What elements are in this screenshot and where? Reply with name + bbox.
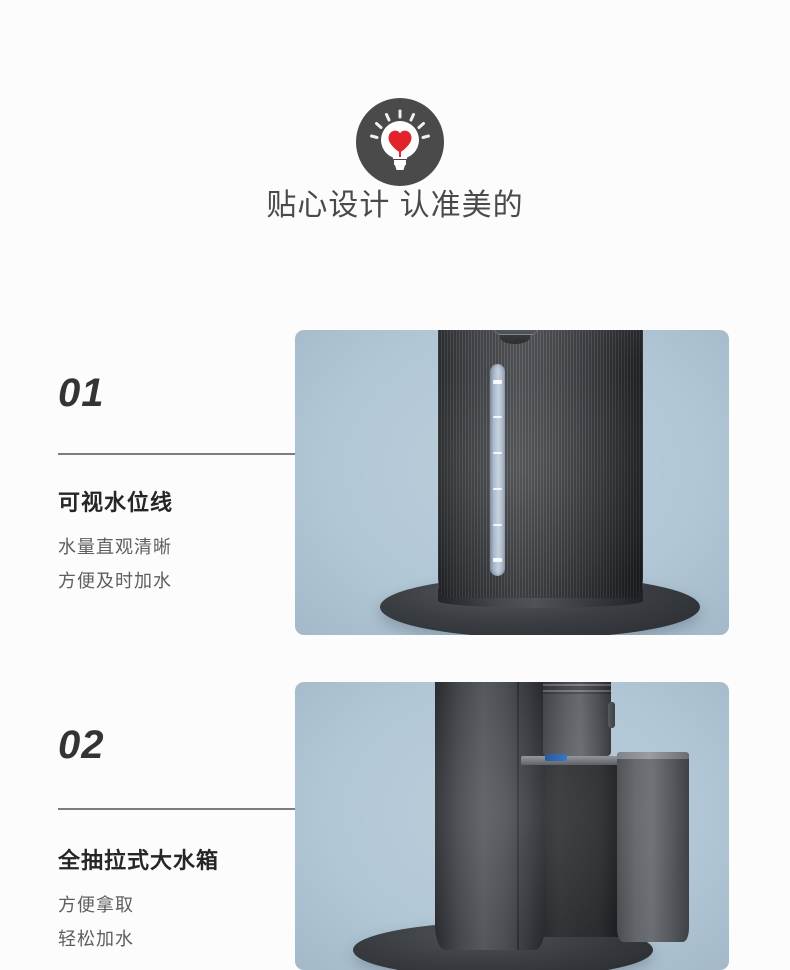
water-level-indicator-strip	[490, 364, 505, 576]
brand-header: 贴心设计 认准美的	[0, 0, 790, 300]
feature-01-rule	[58, 453, 360, 455]
feature-01-subtitle-line-2: 方便及时加水	[58, 571, 172, 591]
humidifier-body-shading	[438, 330, 643, 598]
pullout-water-tank[interactable]	[617, 752, 689, 942]
feature-02-subtitle-line-2: 轻松加水	[58, 929, 134, 949]
upper-unit-handle[interactable]	[608, 702, 615, 728]
feature-02-title: 全抽拉式大水箱	[58, 848, 220, 873]
humidifier-ribbed-body	[438, 330, 643, 598]
water-tank-lip	[617, 752, 689, 759]
feature-02-rule	[58, 808, 360, 810]
feature-01-copy: 可视水位线 水量直观清晰 方便及时加水	[58, 488, 358, 598]
feature-01-subtitle: 水量直观清晰 方便及时加水	[58, 530, 358, 598]
feature-01-subtitle-line-1: 水量直观清晰	[58, 537, 172, 557]
blue-indicator-chip	[545, 754, 567, 761]
upper-unit-ribbing	[543, 682, 611, 694]
brand-tagline: 贴心设计 认准美的	[0, 186, 790, 226]
feature-02-text: 02	[58, 722, 358, 768]
humidifier-control-knob[interactable]	[493, 330, 539, 335]
feature-02-subtitle-line-1: 方便拿取	[58, 895, 134, 915]
feature-01-number: 01	[58, 371, 105, 415]
photo-1-scene	[295, 330, 729, 635]
feature-01-text: 01	[58, 370, 358, 416]
tank-shelf-ledge	[521, 756, 631, 765]
humidifier-front-column	[435, 682, 545, 950]
photo-2-scene	[295, 682, 729, 970]
feature-02-subtitle: 方便拿取 轻松加水	[58, 888, 358, 956]
humidifier-pullout-tank-photo	[295, 682, 729, 970]
humidifier-upper-unit	[543, 682, 615, 756]
humidifier-water-level-photo	[295, 330, 729, 635]
tagline-text: 贴心设计 认准美的	[266, 189, 524, 222]
column-seam-line	[517, 682, 519, 950]
feature-02-copy: 全抽拉式大水箱 方便拿取 轻松加水	[58, 846, 358, 956]
lightbulb-heart-icon	[356, 98, 444, 186]
feature-02-number: 02	[58, 723, 105, 767]
feature-01-title: 可视水位线	[58, 490, 174, 515]
